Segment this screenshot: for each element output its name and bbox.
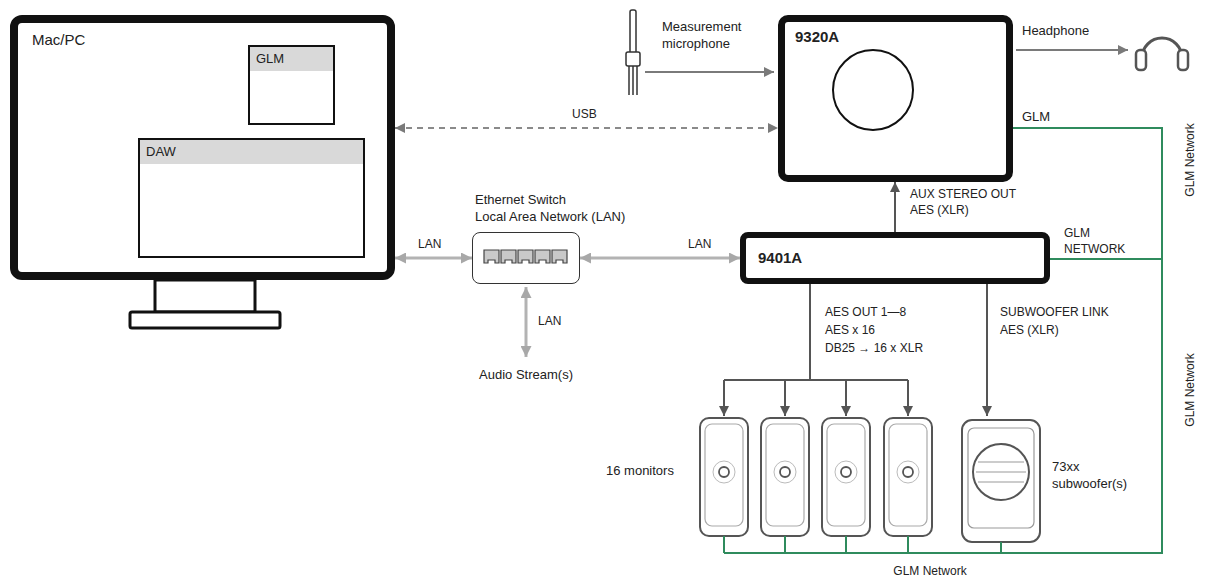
annotation-label: AES (XLR): [1000, 322, 1059, 338]
annotation-label: GLM: [1022, 108, 1050, 125]
signal-arrow: [1016, 49, 1128, 51]
node-title: Ethernet Switch: [475, 191, 566, 208]
glm-network-bus: [724, 259, 1162, 553]
window-header: GLM: [250, 47, 333, 71]
device-box: 9401A: [740, 232, 1050, 284]
connector-label: LAN: [688, 236, 711, 252]
monitor-speaker: [761, 418, 809, 536]
node-title: Mac/PC: [32, 31, 85, 48]
monitor-speaker: [700, 418, 748, 536]
lan-arrow: [525, 287, 528, 357]
connector-label: LAN: [418, 236, 441, 252]
node-title: DAW: [146, 140, 176, 164]
annotation-label: 16 monitors: [606, 462, 674, 479]
computer-screen: Mac/PC GLM DAW: [10, 15, 395, 280]
connector: [1013, 128, 1162, 259]
annotation-label: Audio Stream(s): [479, 366, 573, 383]
app-window: DAW: [138, 138, 365, 258]
connector: [894, 182, 896, 232]
node-title: GLM: [256, 47, 284, 71]
volume-knob: [833, 50, 913, 130]
monitor-base: [130, 312, 280, 328]
subwoofer-icon: [962, 420, 1040, 542]
node-title: 9320A: [795, 28, 839, 45]
monitor-speaker: [884, 418, 932, 536]
node-title: 9401A: [758, 238, 802, 278]
annotation-label: DB25 → 16 x XLR: [825, 340, 923, 356]
annotation-label: GLM Network: [1182, 353, 1198, 426]
connector: [395, 257, 472, 260]
annotation-label: GLM Network: [1182, 123, 1198, 196]
connector-label: USB: [572, 106, 597, 122]
annotation-label: 73xx subwoofer(s): [1052, 458, 1137, 492]
annotation-label: AES OUT 1—8: [825, 304, 906, 320]
aes-distribution: [724, 284, 987, 416]
node-subtitle: Local Area Network (LAN): [475, 208, 625, 225]
connector: [395, 127, 778, 129]
annotation-label: Measurement microphone: [662, 18, 762, 52]
annotation-label: SUBWOOFER LINK: [1000, 304, 1109, 320]
app-window: GLM: [248, 45, 335, 125]
window-header: DAW: [140, 140, 363, 164]
connector-label: AUX STEREO OUT AES (XLR): [910, 186, 1030, 218]
signal-arrow: [645, 71, 774, 73]
connector: [580, 257, 740, 260]
annotation-label: Headphone: [1022, 22, 1089, 39]
monitor-speaker: [822, 418, 870, 536]
microphone-icon: [626, 10, 640, 95]
annotation-label: GLM Network: [893, 563, 966, 579]
annotation-label: LAN: [538, 313, 561, 329]
annotation-label: AES x 16: [825, 322, 875, 338]
monitor-neck: [155, 280, 255, 312]
annotation-label: GLM NETWORK: [1064, 225, 1136, 257]
headphone-icon: [1136, 38, 1188, 70]
